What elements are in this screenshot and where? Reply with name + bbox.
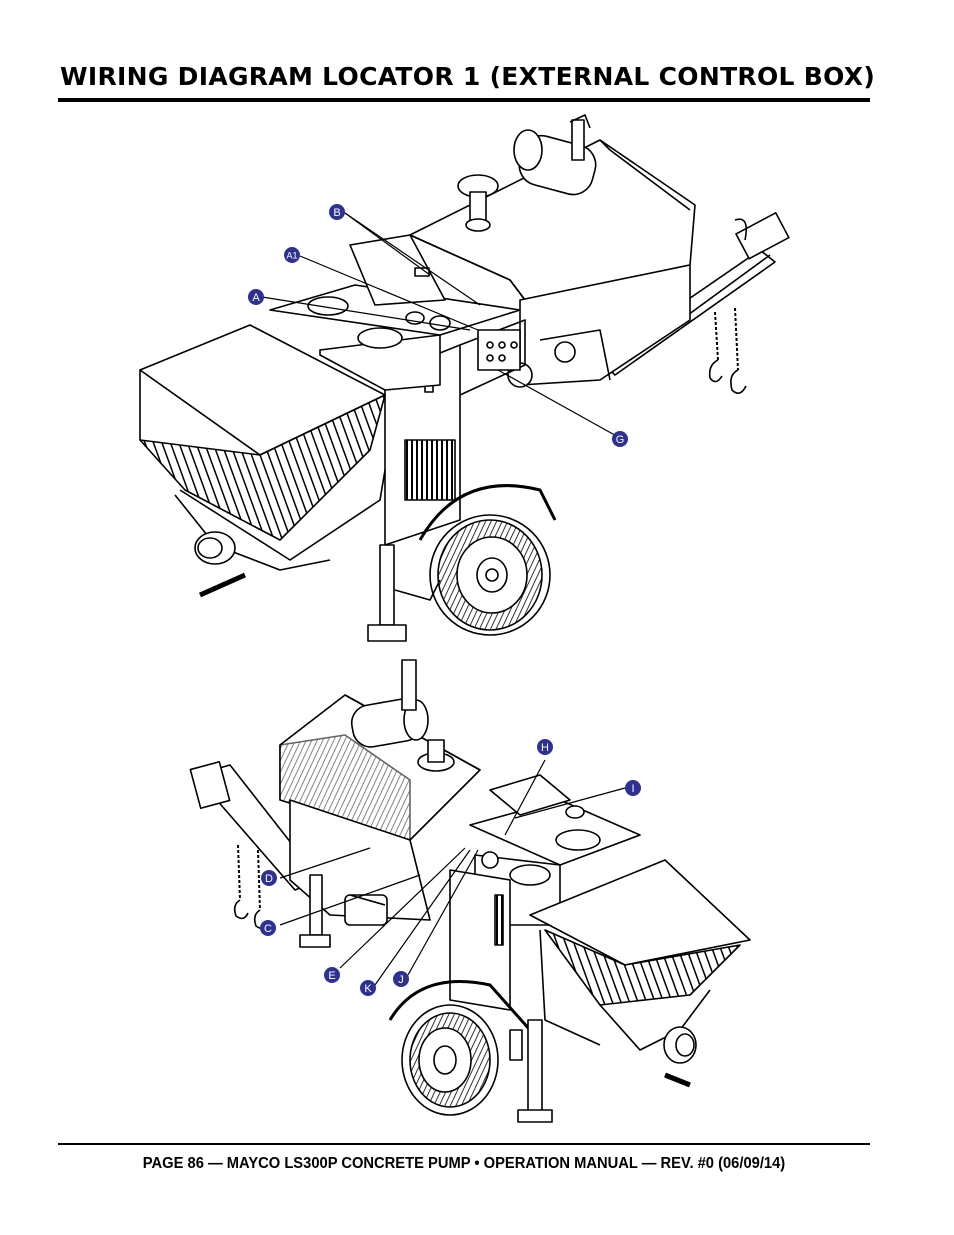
callout-a: A xyxy=(248,289,264,305)
callout-c: C xyxy=(260,920,276,936)
callout-e-label: E xyxy=(328,970,335,982)
callout-c-label: C xyxy=(264,923,272,935)
callout-i: I xyxy=(625,780,641,796)
callout-j: J xyxy=(393,971,409,987)
top-view-pump xyxy=(139,114,790,642)
callout-b: B xyxy=(329,204,345,220)
callout-g: G xyxy=(612,431,628,447)
title-rule xyxy=(58,98,870,102)
top-leader-lines xyxy=(261,212,621,439)
callout-h: H xyxy=(537,739,553,755)
callout-k-label: K xyxy=(364,983,372,995)
callout-e: E xyxy=(324,967,340,983)
callout-a-label: A xyxy=(252,292,260,304)
callout-b-label: B xyxy=(333,207,340,219)
callout-d: D xyxy=(261,870,277,886)
callout-a1: A1 xyxy=(284,247,300,263)
page-title: WIRING DIAGRAM LOCATOR 1 (EXTERNAL CONTR… xyxy=(60,62,876,91)
bottom-view-pump xyxy=(189,659,751,1123)
callout-j-label: J xyxy=(398,974,404,986)
footer-rule xyxy=(58,1143,870,1145)
callout-d-label: D xyxy=(265,873,273,885)
bottom-leader-lines xyxy=(279,759,626,986)
callout-k: K xyxy=(360,980,376,996)
page-footer: PAGE 86 — MAYCO LS300P CONCRETE PUMP • O… xyxy=(142,1155,786,1172)
callout-g-label: G xyxy=(616,434,625,446)
callout-i-label: I xyxy=(631,783,634,795)
callout-h-label: H xyxy=(541,742,549,754)
callout-a1-label: A1 xyxy=(286,251,297,261)
